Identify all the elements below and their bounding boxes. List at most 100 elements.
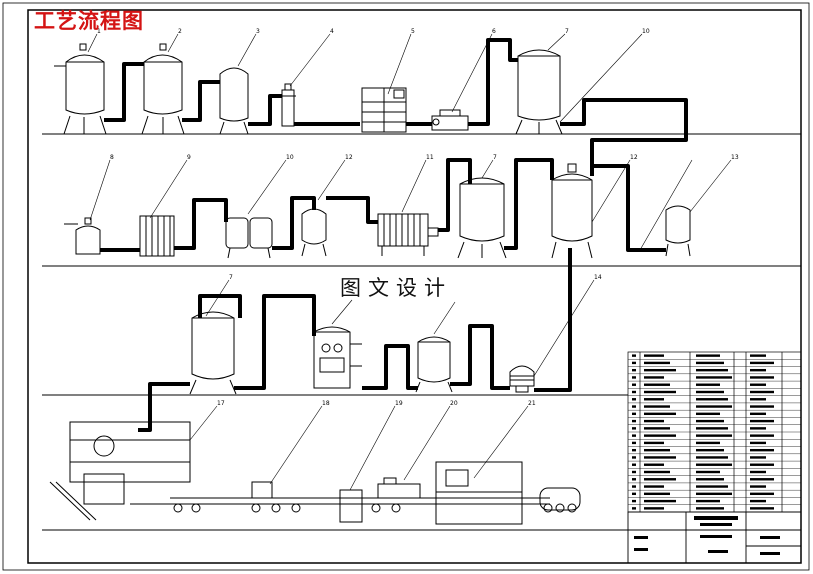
table-index-fill	[632, 361, 636, 365]
table-index-fill	[632, 456, 636, 459]
table-cell-fill	[696, 376, 732, 379]
table-cell-fill	[750, 376, 774, 379]
table-index-fill	[632, 405, 636, 408]
table-index-fill	[632, 354, 636, 357]
table-cell-fill	[750, 470, 766, 474]
tag-7a: 7	[565, 28, 569, 35]
table-index-fill	[632, 478, 636, 481]
tag-12a: 12	[345, 154, 353, 161]
table-cell-fill	[696, 405, 732, 408]
table-cell-fill	[644, 507, 664, 510]
table-cell-fill	[644, 478, 676, 481]
tank-2	[141, 43, 185, 135]
table-cell-fill	[644, 383, 670, 386]
table-cell-fill	[750, 448, 774, 452]
table-cell-fill	[750, 463, 774, 466]
table-cell-fill	[644, 441, 664, 445]
table-cell-fill	[644, 434, 676, 437]
conveyor	[170, 497, 577, 513]
table-cell-fill	[644, 456, 676, 459]
table-cell-fill	[750, 368, 766, 372]
table-cell-fill	[644, 412, 676, 416]
table-cell-fill	[696, 419, 724, 423]
tag-7c: 7	[229, 274, 233, 281]
table-cell-fill	[644, 398, 664, 401]
table-cell-fill	[644, 448, 670, 452]
table-cell-fill	[750, 507, 774, 510]
tag-3: 3	[256, 28, 260, 35]
table-cell-fill	[750, 485, 766, 488]
machine-6	[431, 109, 469, 131]
tag-19: 19	[395, 400, 403, 407]
tank-7a	[515, 49, 563, 135]
floor-lines	[42, 133, 801, 531]
table-cell-fill	[696, 448, 724, 452]
table-cell-fill	[696, 456, 728, 459]
table-cell-fill	[644, 427, 670, 430]
separator-14	[509, 365, 535, 393]
tank-7b	[457, 177, 507, 259]
tank-1	[54, 43, 107, 135]
table-cell-fill	[750, 383, 766, 386]
tag-1: 1	[97, 28, 101, 35]
heat-exchanger-9	[139, 215, 175, 257]
table-index-fill	[632, 434, 636, 437]
tag-21: 21	[528, 400, 536, 407]
tank-13	[665, 205, 691, 257]
tag-5: 5	[411, 28, 415, 35]
tag-18: 18	[322, 400, 330, 407]
tag-17: 17	[217, 400, 225, 407]
table-index-fill	[632, 470, 636, 474]
tank-16	[415, 336, 453, 393]
tag-4: 4	[330, 28, 334, 35]
table-cell-fill	[696, 441, 720, 445]
tank-12a	[301, 208, 327, 257]
table-cell-fill	[750, 456, 766, 459]
table-cell-fill	[696, 485, 728, 488]
table-index-fill	[632, 441, 636, 445]
table-cell-fill	[644, 376, 664, 379]
capping-machine-18	[251, 481, 273, 499]
table-cell-fill	[750, 405, 774, 408]
table-cell-fill	[696, 492, 732, 496]
tag-10b: 10	[286, 154, 294, 161]
table-cell-fill	[644, 368, 676, 372]
table-index-fill	[632, 376, 636, 379]
table-cell-fill	[750, 441, 766, 445]
inner-frame	[27, 9, 802, 564]
table-cell-fill	[696, 398, 728, 401]
table-cell-fill	[750, 398, 766, 401]
tag-13: 13	[731, 154, 739, 161]
table-cell-fill	[696, 499, 720, 503]
inspection-19	[339, 489, 363, 523]
table-cell-fill	[696, 383, 720, 386]
table-cell-fill	[696, 412, 720, 416]
table-cell-fill	[696, 354, 720, 357]
equipment-tags: 1 2 3 4 5 6 7 10 8 9 10 12 11 7 12 13 7 …	[97, 28, 739, 407]
watermark-text: 图文设计	[340, 276, 452, 300]
table-cell-fill	[644, 419, 664, 423]
table-cell-fill	[750, 492, 774, 496]
table-index-fill	[632, 463, 636, 466]
tag-2: 2	[178, 28, 182, 35]
table-cell-fill	[750, 427, 766, 430]
table-cell-fill	[696, 427, 728, 430]
table-index-fill	[632, 499, 636, 503]
table-cell-fill	[644, 463, 664, 466]
table-index-fill	[632, 383, 636, 386]
filter-4	[280, 83, 296, 127]
pipelines	[100, 38, 688, 432]
table-cell-fill	[750, 434, 774, 437]
table-cell-fill	[750, 390, 774, 394]
tag-11: 11	[426, 154, 434, 161]
table-index-fill	[632, 368, 636, 372]
table-cell-fill	[644, 361, 670, 365]
tag-10: 10	[642, 28, 650, 35]
title-block-fills	[634, 516, 780, 555]
table-index-fill	[632, 390, 636, 394]
table-index-fill	[632, 448, 636, 452]
tank-3	[219, 67, 249, 135]
table-cell-fill	[750, 354, 766, 357]
